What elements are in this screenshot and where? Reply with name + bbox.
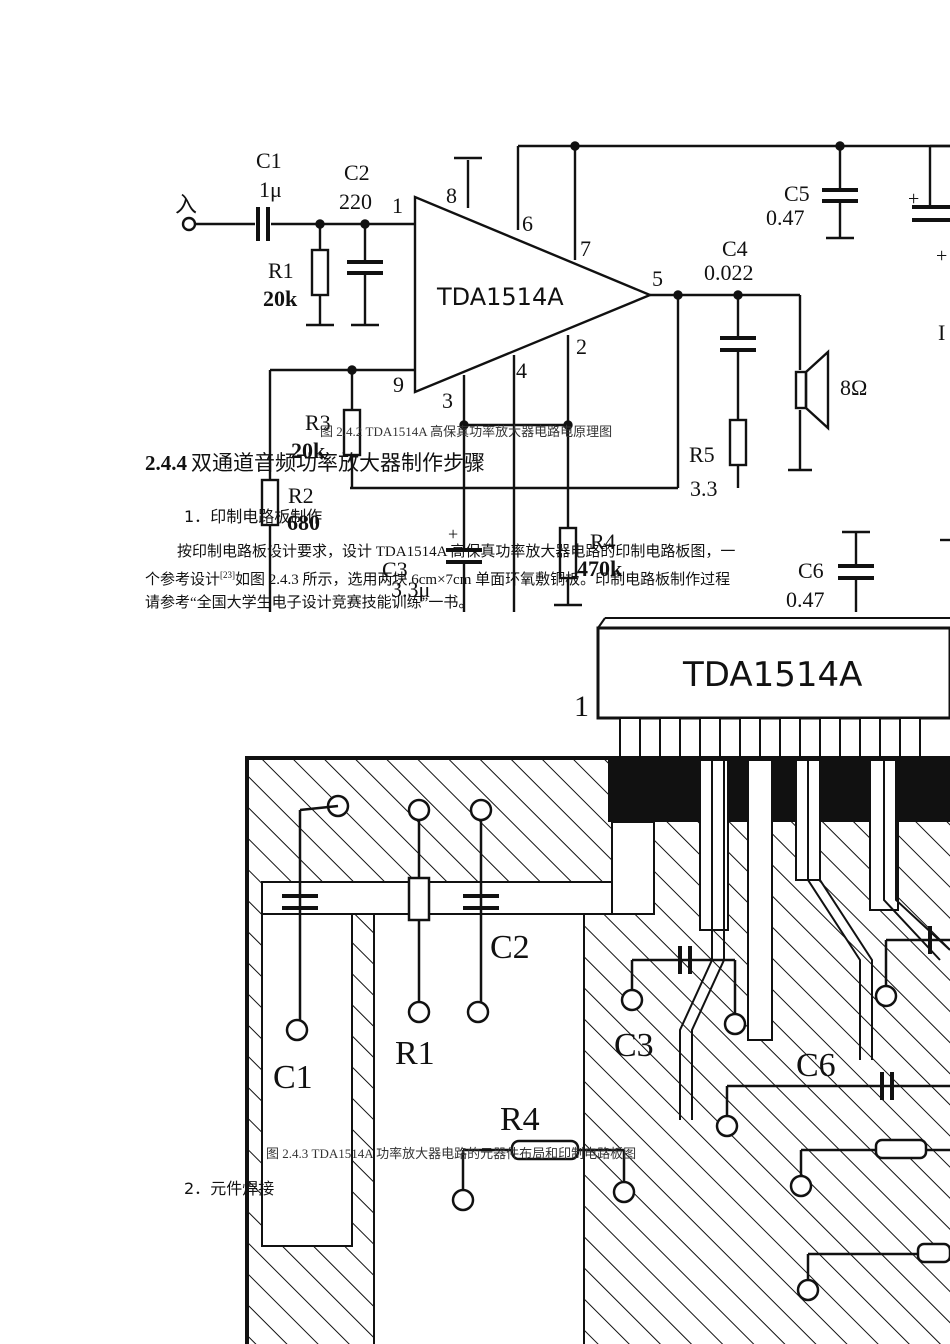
ic-amplifier-symbol [413,195,654,394]
c6-label: C6 [798,558,824,583]
r1-label: R1 [268,258,294,283]
edge-fragment: I [938,320,945,345]
paragraph-line-2a: 个参考设计 [145,572,221,588]
step-2-title: 元件焊接 [210,1179,275,1198]
schematic-diagram [181,141,950,612]
r1-resistor [310,248,330,297]
pcb-ic-package [596,626,950,720]
pin-7: 7 [580,236,591,261]
pin-4: 4 [516,358,527,383]
c4-value: 0.022 [704,260,754,285]
r5-value: 3.3 [690,476,718,501]
pcb-board [245,756,950,1344]
c5-value: 0.47 [766,205,805,230]
c4-label: C4 [722,236,748,261]
r4-value: 470k [577,556,623,581]
step-2-heading: 2．元件焊接 [184,1175,274,1199]
pcb-label-r1: R1 [395,1035,435,1072]
input-label: 入 [175,192,197,217]
r3-label: R3 [305,410,331,435]
step-1-heading: 1．印制电路板制作 [184,503,322,527]
r2-value: 680 [287,510,320,535]
pin-8: 8 [446,183,457,208]
step-1-number: 1． [184,507,211,526]
figure-caption-1: 图 2.4.2 TDA1514A 高保真功率放大器电路电原理图 [320,424,613,439]
r3-value: 20k [291,438,326,463]
step-2-number: 2． [184,1179,211,1198]
pcb-label-r4: R4 [500,1101,540,1138]
pin-2: 2 [576,334,587,359]
svg-text:+: + [908,188,919,210]
paragraph-line-2b: 如图 2.4.3 所示，选用两块 6cm×7cm 单面环氧敷铜板。印制电路板制作… [235,572,731,588]
paragraph-line-3: 请参考“全国大学生电子设计竞赛技能训练”一书。 [145,595,474,611]
svg-text:+: + [448,524,458,544]
r5-resistor [728,418,748,467]
pcb-layout-drawing [245,617,950,1344]
pcb-ic-label: TDA1514A [682,655,862,695]
body-paragraph: 按印制电路板设计要求，设计 TDA1514A 高保真功率放大器电路的印制电路板图… [145,541,805,615]
pcb-label-c6: C6 [796,1047,836,1084]
c3-label: C3 [382,557,408,582]
c1-label: C1 [256,148,282,173]
section-number: 2.4.4 [145,451,187,475]
input-terminal [181,216,197,232]
ic-label: TDA1514A [436,283,564,311]
paragraph-line-1: 按印制电路板设计要求，设计 TDA1514A 高保真功率放大器电路的印制电路板图… [177,544,736,560]
c2-value: 220 [339,189,372,214]
pin-1: 1 [392,193,403,218]
c5-label: C5 [784,181,810,206]
pin-5: 5 [652,266,663,291]
c1-value: 1μ [259,177,282,202]
pin-3: 3 [442,388,453,413]
pin-9: 9 [393,372,404,397]
pcb-label-c1: C1 [273,1059,313,1096]
pcb-label-c3: C3 [614,1027,654,1064]
c6-value: 0.47 [786,587,825,612]
speaker-symbol [794,370,808,410]
pin-6: 6 [522,211,533,236]
pcb-pin1-label: 1 [574,690,589,723]
c2-label: C2 [344,160,370,185]
r1-value: 20k [263,286,298,311]
c3-value: 3.3μ [391,577,430,602]
figure-caption-2: 图 2.4.3 TDA1514A 功率放大器电路的元器件布局和印制电路板图 [266,1146,637,1161]
r5-label: R5 [689,442,715,467]
section-title: 双通道音频功率放大器制作步骤 [191,451,485,475]
citation-ref: [23] [220,570,236,580]
pcb-label-c2: C2 [490,929,530,966]
r4-label: R4 [590,529,616,554]
step-1-title: 印制电路板制作 [210,507,323,526]
speaker-label: 8Ω [840,375,867,400]
r2-label: R2 [288,483,314,508]
svg-text:+: + [936,245,947,267]
